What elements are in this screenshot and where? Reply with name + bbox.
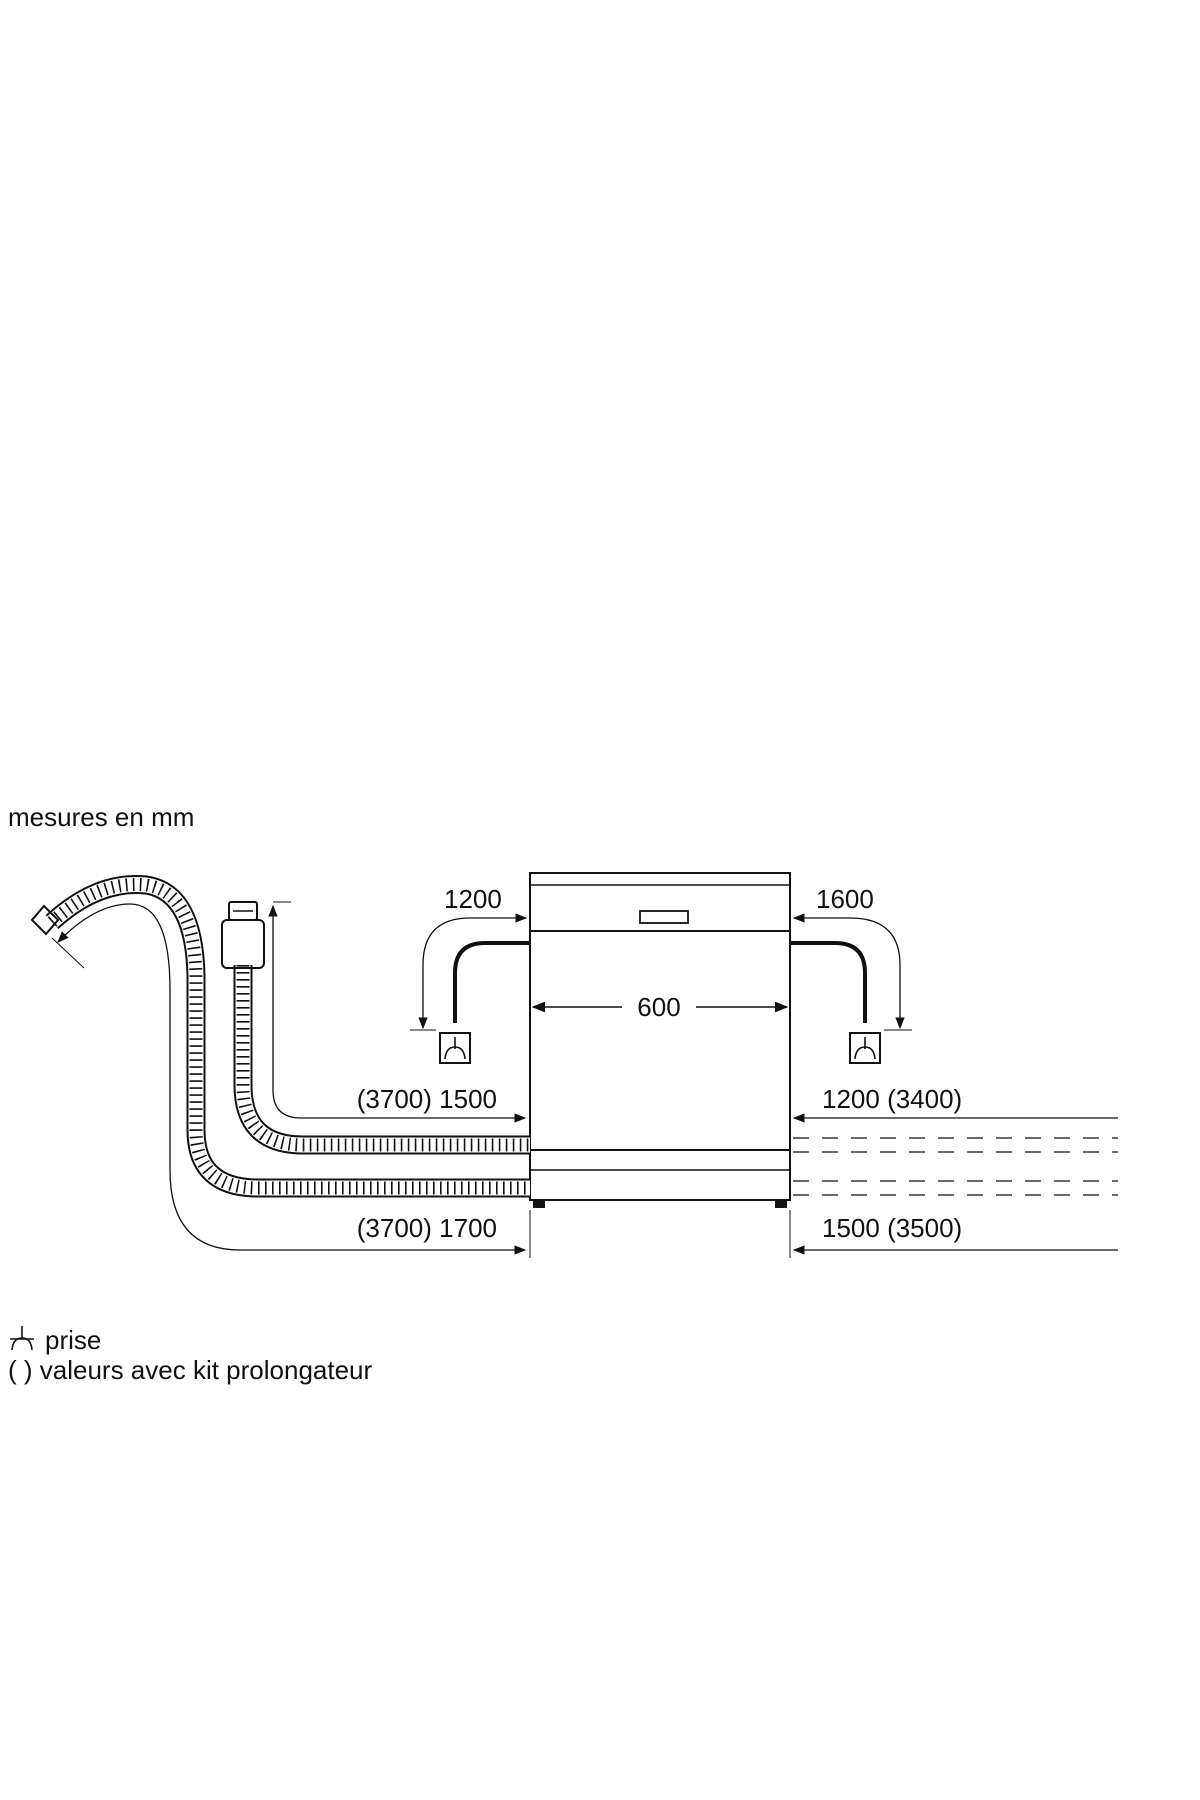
aquastop-valve-icon <box>221 901 265 969</box>
inlet-hose-right-dimension: 1200 (3400) <box>792 1084 1118 1123</box>
legend: prise ( ) valeurs avec kit prolongateur <box>8 1325 373 1385</box>
power-cable-right-label: 1600 <box>816 884 874 914</box>
foot-right <box>775 1200 787 1208</box>
power-socket-icon <box>444 1037 466 1060</box>
hoses-right-dashed <box>793 1137 1118 1196</box>
legend-parentheses-label: ( ) valeurs avec kit prolongateur <box>8 1355 373 1385</box>
inlet-hose: (3700) 1500 <box>221 901 530 1155</box>
legend-socket-label: prise <box>45 1325 101 1355</box>
width-label: 600 <box>637 992 680 1022</box>
inlet-hose-left-label: (3700) 1500 <box>357 1084 497 1114</box>
power-cable-left: 1200 <box>410 884 530 1064</box>
drain-hose-right-dimension: 1500 (3500) <box>792 1213 1118 1255</box>
foot-left <box>533 1200 545 1208</box>
power-cable-left-label: 1200 <box>444 884 502 914</box>
units-note: mesures en mm <box>8 802 194 832</box>
power-socket-icon <box>854 1037 876 1060</box>
drain-hose-right-label: 1500 (3500) <box>822 1213 962 1243</box>
inlet-hose-right-label: 1200 (3400) <box>822 1084 962 1114</box>
power-socket-icon <box>10 1326 34 1351</box>
drain-hose-end-icon <box>30 904 60 936</box>
power-cable-right: 1600 <box>790 884 912 1064</box>
dishwasher <box>529 872 791 1208</box>
control-panel-display <box>639 910 689 924</box>
width-dimension: 600 <box>531 992 789 1022</box>
drain-hose-left-label: (3700) 1700 <box>357 1213 497 1243</box>
drain-hose: (3700) 1700 <box>30 874 530 1255</box>
